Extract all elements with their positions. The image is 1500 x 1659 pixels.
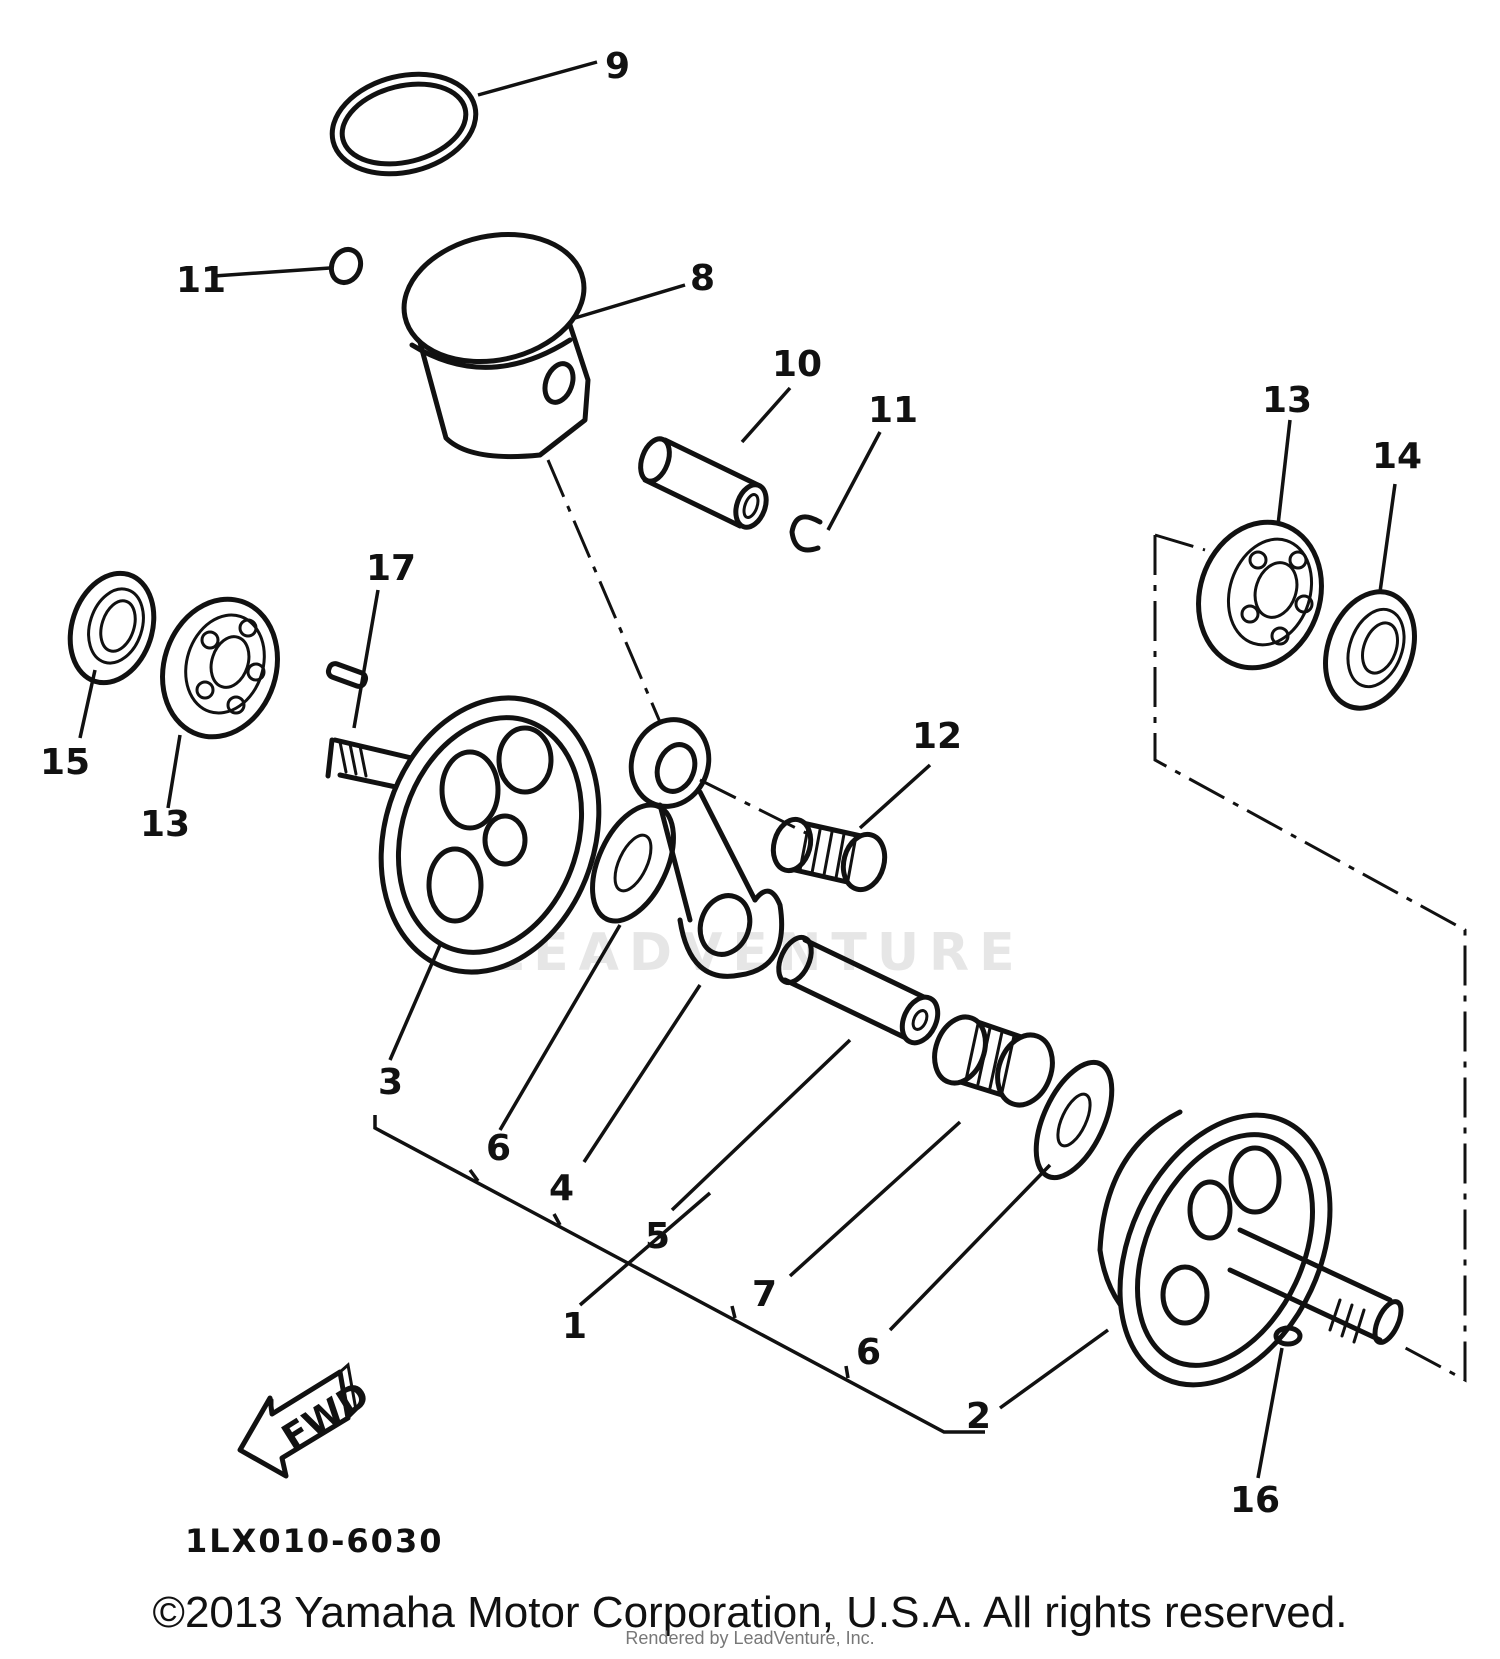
callout-2: 2 (966, 1396, 991, 1437)
callout-13-left: 13 (140, 804, 190, 845)
callout-11-right: 11 (868, 390, 918, 431)
piston-pin-part (638, 436, 769, 530)
piston-pin-clip-part-2 (789, 514, 823, 553)
callout-13-right: 13 (1262, 380, 1312, 421)
callout-16: 16 (1230, 1480, 1280, 1521)
copyright-notice: ©2013 Yamaha Motor Corporation, U.S.A. A… (152, 1588, 1348, 1637)
oil-seal-left-part (67, 570, 157, 686)
leader-lines (78, 60, 1397, 1479)
rendered-by-notice: Rendered by LeadVenture, Inc. (625, 1628, 875, 1648)
callout-6: 6 (486, 1128, 511, 1169)
callout-8: 8 (690, 258, 715, 299)
piston-pin-clip-part (328, 246, 364, 286)
callout-17: 17 (366, 548, 416, 589)
needle-bearing-big-part (932, 1014, 1055, 1108)
callout-10: 10 (772, 344, 822, 385)
callout-11: 11 (176, 260, 226, 301)
callout-3: 3 (378, 1062, 403, 1103)
callout-12: 12 (912, 716, 962, 757)
fwd-label: FWD (275, 1374, 377, 1459)
crank-pin-part (776, 934, 941, 1046)
callout-7: 7 (752, 1274, 777, 1315)
crank-assembly-bracket (373, 1115, 985, 1434)
watermark-text: LEADVENTURE (490, 923, 1025, 983)
washer-part (1033, 1059, 1115, 1181)
oil-seal-right-part (1323, 589, 1417, 711)
needle-bearing-small-part (770, 816, 888, 893)
piston-ring-part (329, 71, 479, 177)
piston-part (401, 231, 591, 460)
bearing-left-part (160, 596, 280, 740)
callout-6-lower: 6 (856, 1332, 881, 1373)
callout-1: 1 (562, 1306, 587, 1347)
callout-14: 14 (1372, 436, 1422, 477)
callout-15: 15 (40, 742, 90, 783)
assembly-guide-lines (546, 459, 1467, 1383)
drawing-code: 1LX010-6030 (185, 1522, 443, 1560)
forward-direction-arrow: FWD (237, 1362, 377, 1479)
connecting-rod-part (628, 717, 785, 979)
small-key-part (1273, 1325, 1303, 1347)
crank-left-part (325, 695, 602, 975)
callout-4: 4 (549, 1168, 574, 1209)
woodruff-key-part (325, 661, 369, 689)
crank-right-part (1097, 1109, 1404, 1388)
callout-5: 5 (645, 1216, 670, 1257)
bearing-right-part (1196, 519, 1324, 671)
callout-9: 9 (605, 46, 630, 87)
